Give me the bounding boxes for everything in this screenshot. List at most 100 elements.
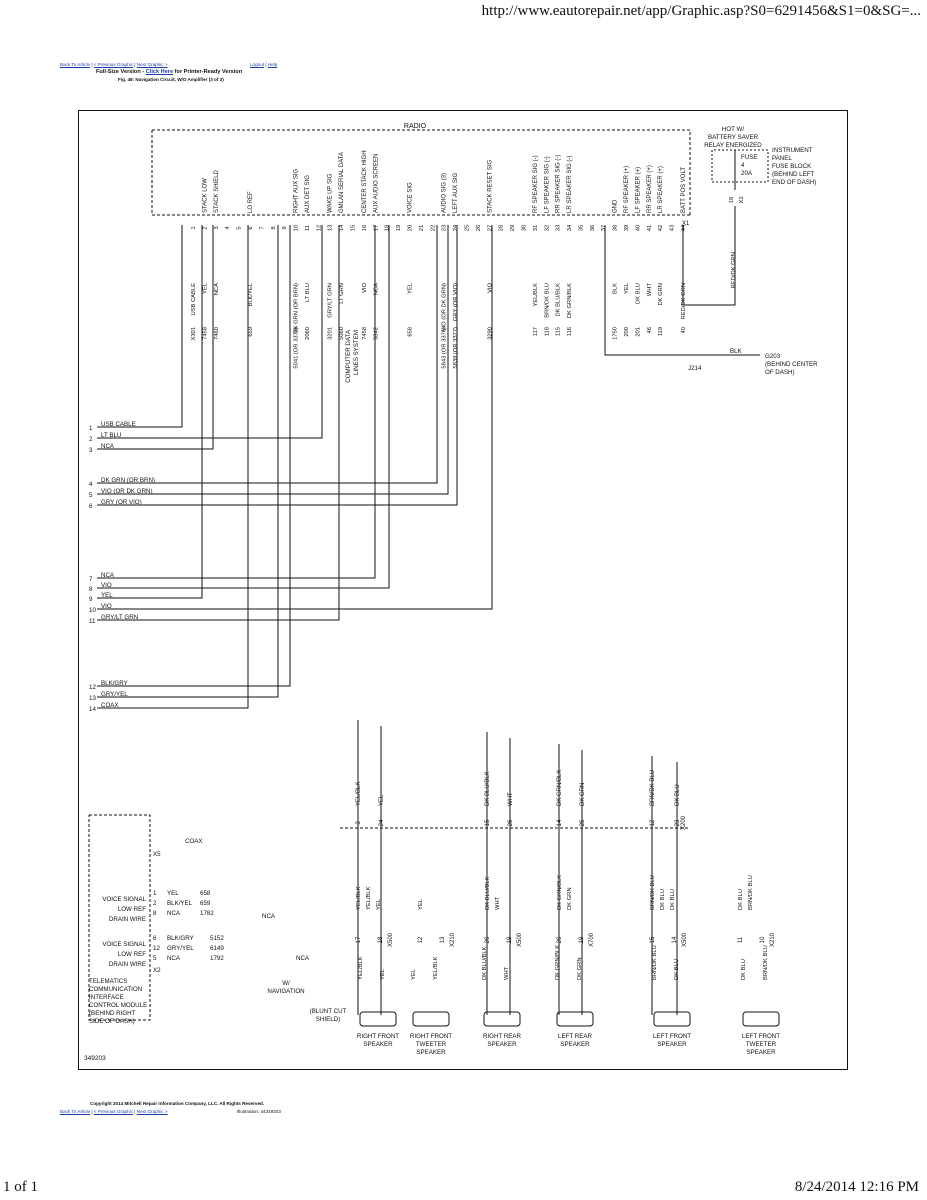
x200-pin: 12: [650, 819, 656, 826]
radio-circuit-number: 119: [658, 327, 664, 336]
radio-pin-function: STACK RESET SIG: [487, 160, 493, 213]
footer-previous-link[interactable]: < Previous Graphic: [93, 1109, 133, 1114]
lower-pin: 15: [650, 936, 656, 943]
radio-wire-color: BLK/YEL: [248, 282, 254, 306]
row-number: 6: [89, 503, 93, 510]
back-to-article-link[interactable]: Back To Article: [60, 62, 91, 67]
telematics-signal-label: LOW REF: [118, 951, 146, 958]
speaker-wire-color: YEL: [380, 968, 386, 980]
radio-wire-color: RED/DK GRN: [681, 283, 687, 319]
browser-url: http://www.eautorepair.net/app/Graphic.a…: [481, 3, 921, 19]
lower-pin: 12: [418, 936, 424, 943]
footer-next-link[interactable]: Next Graphic >: [136, 1109, 168, 1114]
nca-label: NCA: [296, 955, 310, 962]
lower-wire-color: BRN/DK BLU: [748, 875, 754, 910]
speaker-name: LEFT REAR: [558, 1033, 592, 1040]
lower-pin: 10: [760, 936, 766, 943]
radio-circuit-number: 5060: [339, 327, 345, 340]
radio-pin-function: RIGHT AUX SIG: [294, 168, 300, 213]
row-label: YEL: [101, 592, 113, 599]
radio-wire-color: NCA: [373, 283, 379, 295]
row-number: 11: [89, 618, 96, 625]
radio-wire-color: DK GRN: [658, 283, 664, 306]
footer-back-link[interactable]: Back To Article: [60, 1109, 91, 1114]
lower-pin: 19: [507, 936, 513, 943]
radio-pin-number: 21: [419, 225, 425, 231]
radio-pin-function: RF SPEAKER (+): [624, 166, 630, 213]
radio-pin-function: GND: [613, 199, 619, 213]
telematics-circuit: 659: [200, 900, 211, 907]
radio-pin-number: 42: [658, 225, 664, 231]
lower-wire-color: YEL/BLK: [366, 886, 372, 910]
radio-pin-function: WAKE UP SIG: [328, 173, 334, 213]
radio-wire-color: DK GRN (OR BRN): [294, 283, 300, 334]
fuse-connector: X2: [739, 196, 745, 203]
radio-wire-color: YEL: [624, 282, 630, 294]
lower-connector-id: X700: [589, 932, 595, 947]
coax-label: COAX: [185, 838, 203, 845]
logout-link[interactable]: Logout: [250, 62, 265, 67]
radio-circuit-number: 118: [544, 327, 550, 336]
speaker-wire-color: WHT: [504, 966, 510, 980]
help-link[interactable]: Help: [267, 62, 278, 67]
telematics-circuit: 1792: [210, 955, 224, 962]
lower-pin: 14: [672, 936, 678, 943]
radio-pin-number: 23: [442, 225, 448, 231]
navigation-note: NAVIGATION: [267, 988, 304, 995]
x200-wire-color: DK GRN: [580, 783, 586, 806]
radio-circuit-number: 200: [624, 327, 630, 337]
radio-pin-number: 17: [373, 225, 379, 231]
telematics-wire-color: GRY/YEL: [167, 945, 194, 952]
row-number: 14: [89, 706, 96, 713]
speaker-name: RIGHT FRONT: [410, 1033, 452, 1040]
radio-pin-function: STACK SHIELD: [214, 169, 220, 213]
click-here-link[interactable]: Click Here: [145, 69, 174, 75]
radio-circuit-number: 2060: [305, 327, 311, 340]
radio-connector-id: X1: [682, 221, 690, 227]
radio-label: RADIO: [404, 123, 427, 130]
telematics-pin: 8: [153, 910, 157, 917]
radio-pin-number: 32: [544, 225, 550, 231]
radio-circuit-number: 5843 (OR 3376): [442, 327, 448, 369]
telematics-pin: 1: [153, 890, 157, 897]
telematics-signal-label: VOICE SIGNAL: [102, 941, 146, 948]
fuse-wire-color: RED/DK GRN: [731, 252, 737, 288]
telematics-pin: 6: [153, 935, 157, 942]
lower-connector-id: X500: [682, 932, 688, 947]
radio-pin-number: 20: [408, 225, 414, 231]
left-wire: [97, 225, 183, 428]
radio-pin-number: 9: [282, 226, 288, 229]
ground-label: G203: [765, 353, 781, 360]
lower-pin: 18: [378, 936, 384, 943]
previous-graphic-link[interactable]: < Previous Graphic: [93, 62, 133, 67]
radio-wire-color: GRY (OR VIO): [453, 283, 459, 321]
row-label: LT BLU: [101, 432, 121, 439]
speaker-wire-color: DK BLU: [741, 959, 747, 980]
fuse-block-label: (BEHIND LEFT: [772, 171, 815, 178]
header-nav: Back To Article | < Previous Graphic | N…: [60, 62, 168, 67]
speaker-name: SPEAKER: [363, 1041, 393, 1048]
telematics-module-name: SIDE OF DASH): [89, 1018, 135, 1025]
x200-wire-color: DK BLU: [675, 784, 681, 806]
radio-pin-function: CENTER STACK HIGH: [362, 150, 368, 213]
speaker-name: SPEAKER: [487, 1041, 517, 1048]
speaker-name: SPEAKER: [416, 1049, 446, 1056]
next-graphic-link[interactable]: Next Graphic >: [136, 62, 168, 67]
radio-pin-number: 13: [328, 225, 334, 231]
radio-pin-number: 24: [453, 224, 459, 231]
radio-pin-function: LO REF: [248, 191, 254, 213]
illustration-id: Illustration: 44349203: [237, 1109, 281, 1114]
fuse-block-label: INSTRUMENT: [772, 147, 813, 154]
lower-wire-color: YEL: [376, 898, 382, 910]
radio-pin-function: AUX DET SIG: [305, 175, 311, 213]
telematics-wire-color: YEL: [167, 890, 179, 897]
x200-pin: 24: [379, 819, 385, 826]
left-wire: [97, 225, 340, 621]
hot-label: HOT W/: [722, 126, 745, 133]
x200-pin: 25: [580, 819, 586, 826]
radio-wire-color: BLK: [613, 283, 619, 294]
speaker-wire-color: YEL/BLK: [433, 956, 439, 980]
radio-wire-color: USB CABLE: [191, 283, 197, 316]
radio-wire-color: YEL: [408, 282, 414, 294]
radio-wire-color: VIO: [362, 283, 368, 293]
